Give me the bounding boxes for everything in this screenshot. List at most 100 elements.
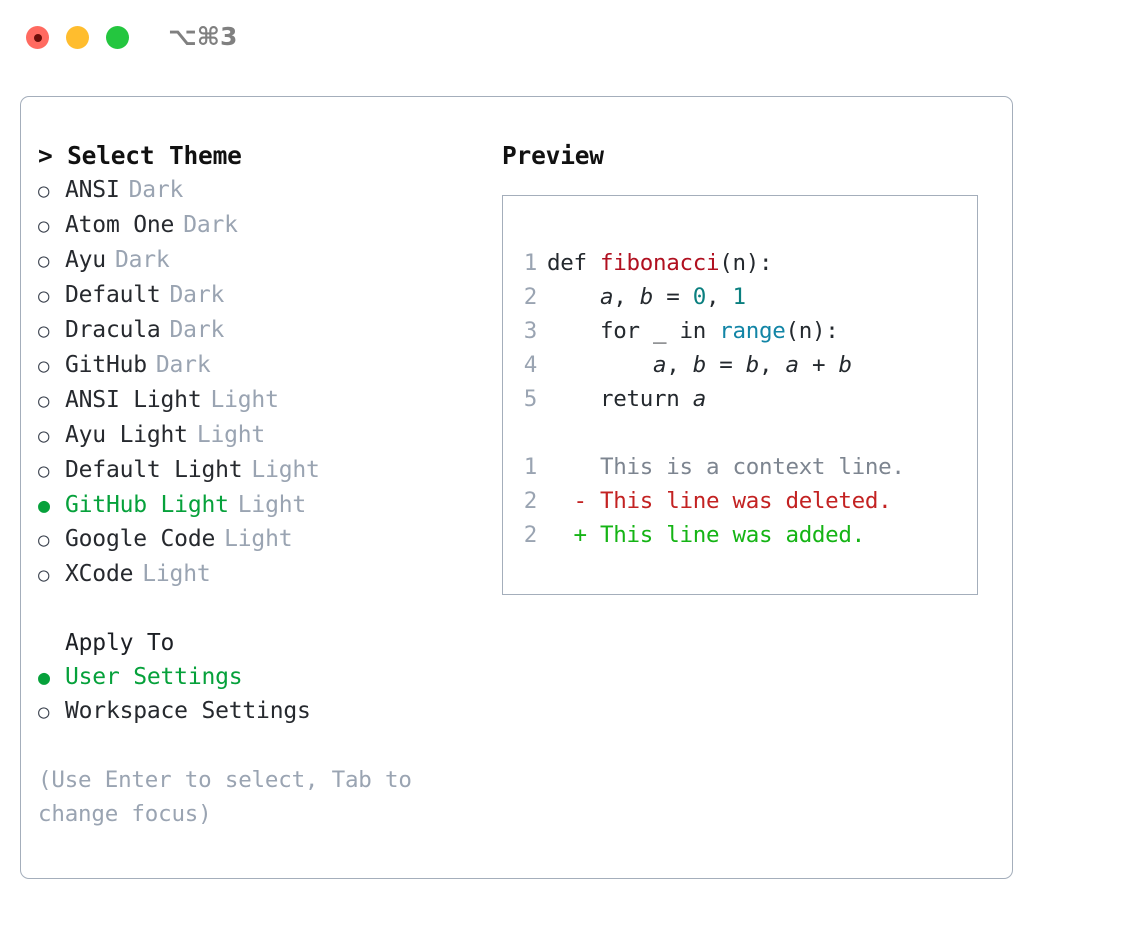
line-number: 4 — [523, 352, 538, 378]
radio-selected-icon[interactable]: ● — [38, 493, 50, 517]
theme-variant-badge: Light — [210, 387, 279, 413]
line-number: 2 — [523, 488, 538, 514]
diff-sample: 1 This is a context line.2 - This line w… — [503, 450, 977, 552]
theme-option[interactable]: ○ Default Light Light — [38, 453, 498, 488]
radio-unselected-icon[interactable]: ○ — [38, 355, 50, 377]
theme-option-label: Default Light — [65, 457, 243, 483]
radio-unselected-icon[interactable]: ○ — [38, 180, 50, 202]
diff-gutter-pad — [547, 484, 574, 518]
code-line: 3 for _ in range(n): — [503, 314, 977, 348]
theme-option-label: Ayu Light — [65, 422, 188, 448]
radio-unselected-icon[interactable]: ○ — [38, 564, 50, 586]
minimize-button[interactable] — [66, 26, 89, 49]
radio-unselected-icon[interactable]: ○ — [38, 460, 50, 482]
diff-sign-del: - — [573, 488, 588, 514]
theme-variant-badge: Light — [196, 422, 266, 448]
radio-unselected-icon[interactable]: ○ — [38, 285, 50, 307]
code-line-content: a, b = b, a + b — [547, 348, 852, 382]
theme-option-label: ANSI Light — [65, 387, 202, 413]
window-controls — [26, 26, 129, 49]
code-line-content: def fibonacci(n): — [547, 246, 773, 280]
diff-gutter-pad — [547, 450, 574, 484]
diff-line: 2 + This line was added. — [503, 518, 977, 552]
theme-option-label: GitHub — [65, 352, 147, 378]
theme-variant-badge: Dark — [169, 317, 225, 343]
apply-to-option-label: User Settings — [65, 664, 243, 690]
code-token-punc: , — [666, 352, 693, 378]
theme-option-label: ANSI — [65, 177, 120, 203]
radio-unselected-icon[interactable]: ○ — [38, 320, 50, 342]
theme-option-label: Google Code — [65, 526, 216, 552]
apply-to-option[interactable]: ● User Settings — [38, 660, 498, 694]
theme-option[interactable]: ○ Google Code Light — [38, 522, 498, 557]
theme-variant-badge: Light — [224, 526, 293, 552]
line-number: 2 — [523, 522, 538, 548]
diff-line: 2 - This line was deleted. — [503, 484, 977, 518]
code-diff-separator — [503, 416, 977, 450]
apply-to-list[interactable]: ● User Settings ○Workspace Settings — [38, 660, 498, 729]
code-token-kw: return — [600, 386, 680, 412]
theme-option-label: GitHub Light — [65, 492, 229, 518]
list-spacer — [38, 592, 498, 626]
radio-selected-icon[interactable]: ● — [38, 665, 50, 689]
theme-variant-badge: Light — [142, 561, 211, 587]
code-line: 5 return a — [503, 382, 977, 416]
code-token-punc — [547, 284, 600, 310]
title-bar: ⌥⌘3 — [0, 0, 1140, 78]
theme-option-label: Default — [65, 282, 161, 308]
code-token-var: b — [692, 352, 707, 378]
code-token-punc: _ — [639, 318, 680, 344]
theme-variant-badge: Dark — [114, 247, 170, 273]
close-button[interactable] — [26, 26, 49, 49]
code-token-var: b — [745, 352, 760, 378]
keyboard-shortcut-label: ⌥⌘3 — [168, 22, 238, 51]
code-token-punc — [547, 352, 653, 378]
theme-option-label: Atom One — [65, 212, 175, 238]
radio-unselected-icon[interactable]: ○ — [38, 529, 50, 551]
maximize-button[interactable] — [106, 26, 129, 49]
diff-line-content: This line was added. — [586, 522, 865, 548]
radio-unselected-icon[interactable]: ○ — [38, 425, 50, 447]
code-line-content: for _ in range(n): — [547, 314, 839, 348]
radio-unselected-icon[interactable]: ○ — [38, 701, 50, 723]
code-token-call: range — [719, 318, 786, 344]
code-token-punc: , — [758, 352, 786, 378]
code-token-punc: , — [613, 284, 640, 310]
line-number: 5 — [523, 386, 538, 412]
code-token-punc — [547, 318, 600, 344]
diff-line: 1 This is a context line. — [503, 450, 977, 484]
radio-unselected-icon[interactable]: ○ — [38, 250, 50, 272]
code-line: 1 def fibonacci(n): — [503, 246, 977, 280]
code-token-punc — [706, 318, 719, 344]
theme-option[interactable]: ○ Ayu Light Light — [38, 418, 498, 453]
line-number: 2 — [523, 284, 538, 310]
code-token-var: b — [639, 284, 654, 310]
line-number: 1 — [523, 454, 538, 480]
code-token-punc: (n): — [785, 318, 839, 344]
theme-variant-badge: Light — [251, 457, 320, 483]
radio-unselected-icon[interactable]: ○ — [38, 390, 50, 412]
code-token-kw: for — [600, 318, 640, 344]
radio-unselected-icon[interactable]: ○ — [38, 215, 50, 237]
diff-line-content: This line was deleted. — [586, 488, 892, 514]
keyboard-hint: (Use Enter to select, Tab to change focu… — [38, 767, 426, 827]
theme-option[interactable]: ○ ANSI Light Light — [38, 383, 498, 418]
code-token-punc: = — [705, 352, 746, 378]
code-token-punc — [547, 386, 600, 412]
diff-line-content: This is a context line. — [586, 454, 905, 480]
code-token-var: a — [652, 352, 667, 378]
line-number: 1 — [523, 250, 538, 276]
apply-to-option[interactable]: ○Workspace Settings — [38, 694, 498, 729]
